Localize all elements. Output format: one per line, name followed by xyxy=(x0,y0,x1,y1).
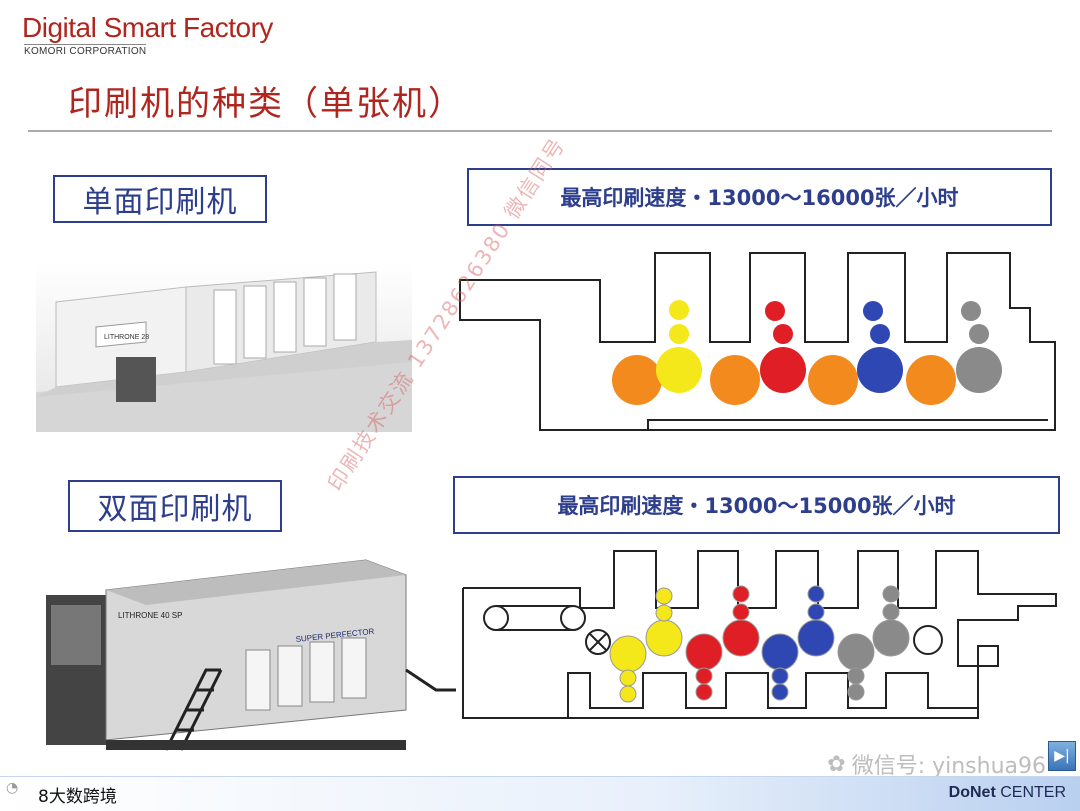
footer-bar xyxy=(0,776,1080,811)
brand-company: KOMORI CORPORATION xyxy=(24,44,146,57)
yellow-unit-rollers xyxy=(610,588,682,702)
title-divider xyxy=(28,130,1052,132)
single-sided-label: 单面印刷机 xyxy=(53,175,267,223)
donet-center-logo: DoNet CENTER xyxy=(949,784,1066,802)
single-sided-press-photo: LITHRONE 28 xyxy=(36,262,412,432)
brand-title: Digital Smart Factory xyxy=(22,12,273,44)
double-sided-press-photo: LITHRONE 40 SP SUPER PERFECTOR xyxy=(46,550,458,760)
slide-title: 印刷机的种类（单张机） xyxy=(68,76,464,125)
double-press-badge: LITHRONE 40 SP xyxy=(118,611,182,620)
double-sided-cylinder-diagram xyxy=(458,548,1062,720)
single-press-badge: LITHRONE 28 xyxy=(104,334,149,341)
single-sided-cylinder-diagram xyxy=(450,250,1062,438)
wechat-icon: ✿ xyxy=(827,752,845,777)
corner-text: 大数跨境 xyxy=(49,787,117,807)
corner-logo-icon: ◔ xyxy=(6,780,18,796)
blue-unit-rollers xyxy=(762,586,834,700)
blue-unit-rollers xyxy=(857,301,903,393)
corner-logo: ◔ xyxy=(6,780,18,796)
page-number: 8大数跨境 xyxy=(38,782,117,807)
next-slide-icon[interactable]: ▶| xyxy=(1048,741,1076,771)
double-sided-speed: 最高印刷速度・13000～15000张／小时 xyxy=(453,476,1060,534)
single-sided-speed: 最高印刷速度・13000～16000张／小时 xyxy=(467,168,1052,226)
yellow-unit-rollers xyxy=(656,300,702,393)
double-sided-label: 双面印刷机 xyxy=(68,480,282,532)
gray-unit-rollers xyxy=(956,301,1002,393)
red-unit-rollers xyxy=(760,301,806,393)
red-unit-rollers xyxy=(686,586,759,700)
